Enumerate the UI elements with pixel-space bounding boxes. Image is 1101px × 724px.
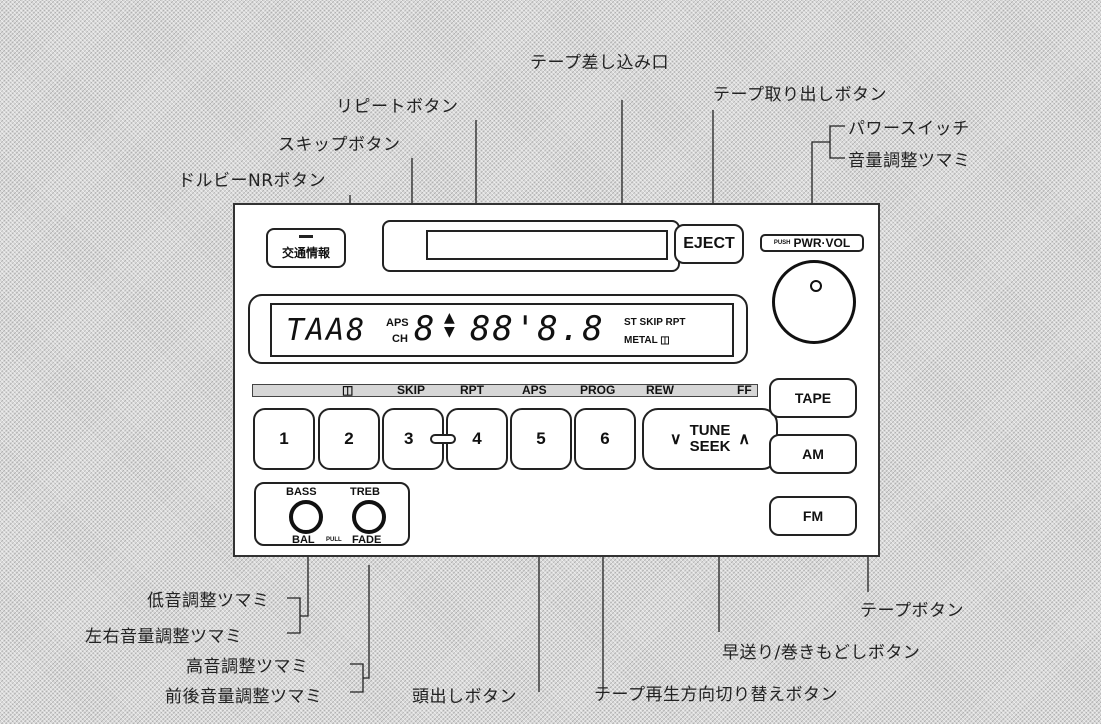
eject-button[interactable]: EJECT [674,224,744,264]
callout-ffrew: 早送り/巻きもどしボタン [722,643,921,663]
fn-skip: SKIP [397,383,426,397]
callout-volume: 音量調整ツマミ [848,151,971,171]
callout-balance: 左右音量調整ツマミ [85,627,243,647]
indicator-lamp [299,235,313,238]
traffic-info-button[interactable]: 交通情報 [266,228,346,268]
power-volume-knob[interactable] [772,260,856,344]
callout-cue: 頭出しボタン [412,687,517,707]
display-ch: CH [392,333,408,345]
treble-fader-knob[interactable] [352,500,386,534]
tune-up-icon[interactable]: ∧ [738,431,751,448]
callout-power: パワースイッチ [848,119,970,139]
tone-control-area [254,482,410,546]
callout-tape-eject: テープ取り出しボタン [713,85,887,105]
display-metal: METAL ◫ [624,335,670,346]
display-direction-arrows: ▲▼ [444,310,455,340]
preset-button-2[interactable]: 2 [318,408,380,470]
tune-down-icon[interactable]: ∨ [669,431,682,448]
fn-prog: PROG [580,383,616,397]
callout-repeat: リピートボタン [336,97,459,117]
preset-button-5[interactable]: 5 [510,408,572,470]
tune-seek-label: TUNE SEEK [690,423,731,455]
callout-dolby: ドルビーNRボタン [178,171,327,191]
callout-direction: テープ再生方向切り替えボタン [594,685,838,705]
bass-label: BASS [286,486,317,498]
display-status: ST SKIP RPT [624,317,686,328]
callout-fader: 前後音量調整ツマミ [165,687,323,707]
callout-tape-button: テープボタン [860,601,964,621]
tape-slot[interactable] [426,230,668,260]
power-volume-label: PWR·VOL [793,236,851,250]
power-volume-badge: PUSH PWR·VOL [760,234,864,252]
link-3-4-icon [430,434,456,444]
display-channel-digit: 8 [414,309,437,349]
tune-seek-button[interactable]: ∨ TUNE SEEK ∧ [642,408,778,470]
am-button[interactable]: AM [769,434,857,474]
push-label: PUSH [773,240,791,246]
fn-rew: REW [646,383,674,397]
preset-button-4[interactable]: 4 [446,408,508,470]
display-counter: 88'8.8 [470,309,605,349]
callout-skip: スキップボタン [278,135,401,155]
fade-label: FADE [352,534,382,546]
preset-button-1[interactable]: 1 [253,408,315,470]
display-source: TAA8 [286,313,367,348]
pull-label: PULL [326,537,342,543]
treb-label: TREB [350,486,380,498]
callout-treble: 高音調整ツマミ [186,657,309,677]
fm-button[interactable]: FM [769,496,857,536]
fn-rpt: RPT [460,383,484,397]
function-strip [252,384,758,397]
fn-dolby: ◫ [342,383,354,397]
bass-balance-knob[interactable] [289,500,323,534]
callout-bass: 低音調整ツマミ [147,591,270,611]
tape-button[interactable]: TAPE [769,378,857,418]
fn-aps: APS [522,383,547,397]
seek-label: SEEK [689,438,731,455]
display-aps: APS [386,317,409,329]
bal-label: BAL [292,534,315,546]
traffic-info-label: 交通情報 [281,246,330,260]
fn-ff: FF [737,383,752,397]
knob-marker [810,280,822,292]
preset-button-6[interactable]: 6 [574,408,636,470]
tune-label: TUNE [689,422,731,439]
callout-tape-slot: テープ差し込み口 [530,53,669,73]
lcd-display: TAA8 APS CH 8 ▲▼ 88'8.8 ST SKIP RPT META… [270,303,734,357]
